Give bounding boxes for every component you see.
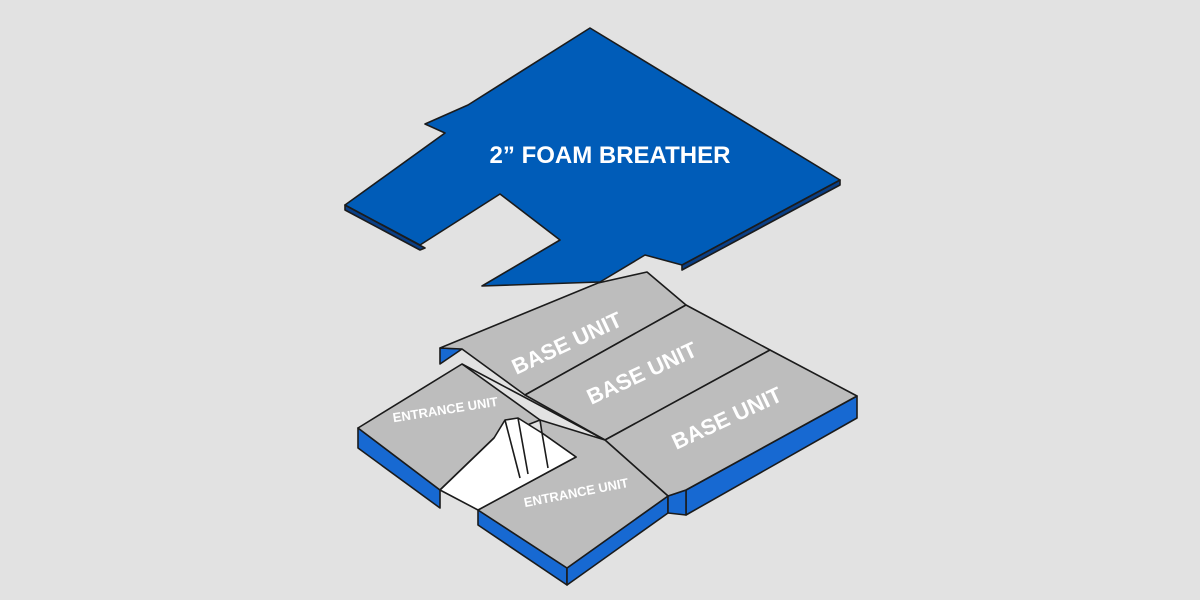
foam-breather xyxy=(344,27,841,287)
cutout-crease-2 xyxy=(517,417,529,475)
cutout-crease-1 xyxy=(504,419,521,479)
seam-entrance-base xyxy=(461,363,606,441)
foam-breather-label: 2” FOAM BREATHER xyxy=(490,142,731,169)
mat-assembly xyxy=(357,271,858,586)
entrance-cutout xyxy=(439,417,577,511)
foam-breather-layer xyxy=(344,27,841,287)
cutout-crease-3 xyxy=(541,432,549,469)
back-edge-face xyxy=(439,347,463,365)
